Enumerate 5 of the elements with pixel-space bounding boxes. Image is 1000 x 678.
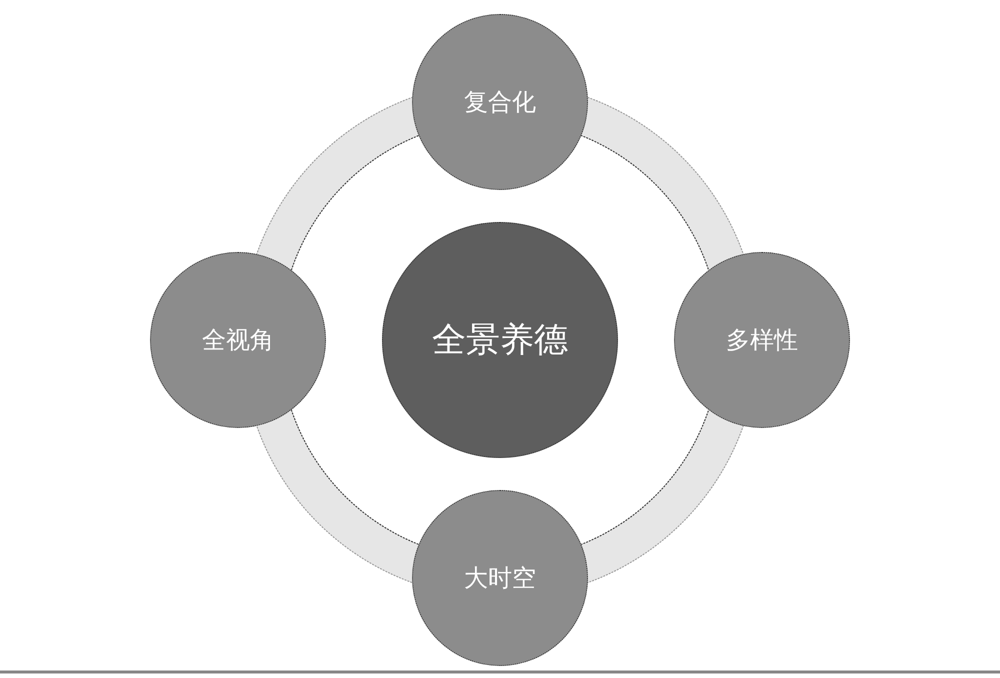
circle-node: 大时空 bbox=[412, 490, 588, 666]
circle-node: 复合化 bbox=[412, 14, 588, 190]
circle-node: 多样性 bbox=[674, 252, 850, 428]
center-circle: 全景养德 bbox=[382, 222, 618, 458]
circle-node: 全视角 bbox=[150, 252, 326, 428]
